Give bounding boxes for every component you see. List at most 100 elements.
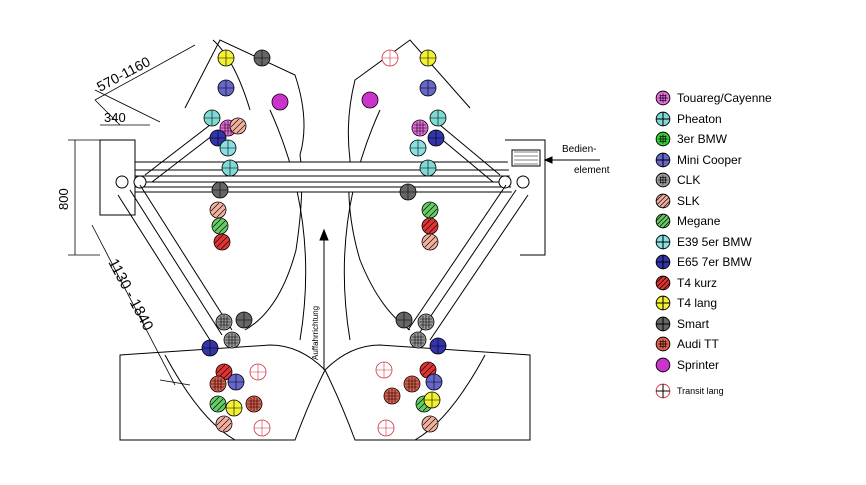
legend-item: Touareg/Cayenne (655, 88, 772, 108)
cross-beam (114, 161, 546, 193)
legend-label: E65 7er BMW (677, 255, 752, 269)
contact-point (411, 119, 429, 137)
legend-swatch-icon (655, 316, 671, 331)
contact-point (419, 49, 437, 67)
contact-point (421, 201, 439, 219)
contact-point (409, 139, 427, 157)
legend-label: Megane (677, 214, 721, 228)
contact-point (215, 313, 233, 331)
dimension-lines (68, 44, 196, 386)
contact-point (223, 331, 241, 349)
right-bracket (498, 139, 546, 256)
legend-swatch-icon (655, 111, 671, 126)
contact-point (225, 399, 243, 417)
legend-item: Smart (655, 314, 709, 334)
contact-point (253, 419, 271, 437)
contact-point (383, 387, 401, 405)
dim-340: 340 (104, 110, 126, 125)
control-label-2: element (574, 165, 610, 176)
control-label-1: Bedien- (562, 144, 596, 155)
contact-point (217, 49, 235, 67)
legend-label: 3er BMW (677, 132, 728, 146)
contact-points (201, 49, 447, 437)
dim-570-1160: 570-1160 (94, 53, 153, 95)
legend-swatch-icon (655, 275, 671, 290)
legend-swatch-icon (655, 234, 671, 249)
contact-point (209, 395, 227, 413)
contact-point (429, 337, 447, 355)
legend-item: SLK (655, 191, 700, 211)
legend-item: Audi TT (655, 334, 719, 354)
contact-point (229, 117, 247, 135)
dim-800: 800 (56, 188, 71, 210)
legend-item: T4 lang (655, 293, 717, 313)
legend-item: CLK (655, 170, 700, 190)
legend-label: Sprinter (677, 357, 720, 372)
legend-label: Touareg/Cayenne (677, 91, 772, 105)
legend-label: T4 lang (677, 296, 718, 310)
legend-swatch-icon (655, 90, 671, 106)
left-arm (117, 124, 233, 341)
legend-item: Megane (655, 211, 720, 231)
contact-point (245, 395, 263, 413)
legend-swatch-icon (655, 336, 671, 352)
contact-point (213, 233, 231, 251)
legend-swatch-icon (655, 193, 671, 208)
legend-swatch-icon (655, 213, 671, 229)
legend-label: Pheaton (677, 111, 722, 126)
contact-point (215, 415, 233, 433)
contact-point (403, 375, 421, 393)
legend-label: CLK (677, 173, 701, 187)
contact-point (399, 183, 417, 201)
contact-point (271, 93, 289, 111)
legend-swatch-icon (655, 295, 671, 311)
legend-item: Transit lang (655, 381, 724, 401)
legend-swatch-icon (655, 152, 671, 167)
contact-point (219, 139, 237, 157)
legend-label: Audi TT (677, 337, 719, 351)
legend-swatch-icon (655, 254, 671, 270)
legend-item: E65 7er BMW (655, 252, 752, 272)
contact-point (217, 79, 235, 97)
left-bracket (99, 139, 147, 216)
legend-label: E39 5er BMW (677, 234, 752, 249)
swing-arcs (269, 109, 381, 341)
legend-label: SLK (677, 193, 700, 208)
contact-point (227, 373, 245, 391)
contact-point (375, 361, 393, 379)
contact-point (361, 91, 379, 109)
legend-item: Mini Cooper (655, 150, 742, 170)
contact-point (419, 159, 437, 177)
drive-direction-arrow (319, 228, 329, 370)
legend-swatch-icon (655, 131, 671, 147)
legend-label: Transit lang (677, 386, 724, 396)
contact-point (203, 109, 221, 127)
legend-item: T4 kurz (655, 273, 717, 293)
contact-point (249, 363, 267, 381)
contact-point (381, 49, 399, 67)
legend-label: T4 kurz (677, 275, 718, 290)
legend-swatch-icon (655, 357, 671, 372)
contact-point (427, 129, 445, 147)
contact-point (209, 375, 227, 393)
legend-item: E39 5er BMW (655, 232, 752, 252)
right-lower-pad (324, 344, 531, 441)
contact-point (429, 109, 447, 127)
contact-point (211, 181, 229, 199)
contact-point (253, 49, 271, 67)
legend-label: Mini Cooper (677, 152, 742, 167)
contact-point (409, 331, 427, 349)
control-pointer (543, 156, 600, 164)
legend-item: 3er BMW (655, 129, 727, 149)
contact-point (221, 159, 239, 177)
contact-point (421, 217, 439, 235)
contact-point (395, 311, 413, 329)
legend-item: Sprinter (655, 355, 719, 375)
contact-point (425, 373, 443, 391)
contact-point (421, 415, 439, 433)
contact-point (235, 311, 253, 329)
legend-swatch-icon (655, 172, 671, 188)
contact-point (201, 339, 219, 357)
legend-swatch-icon (655, 383, 671, 399)
